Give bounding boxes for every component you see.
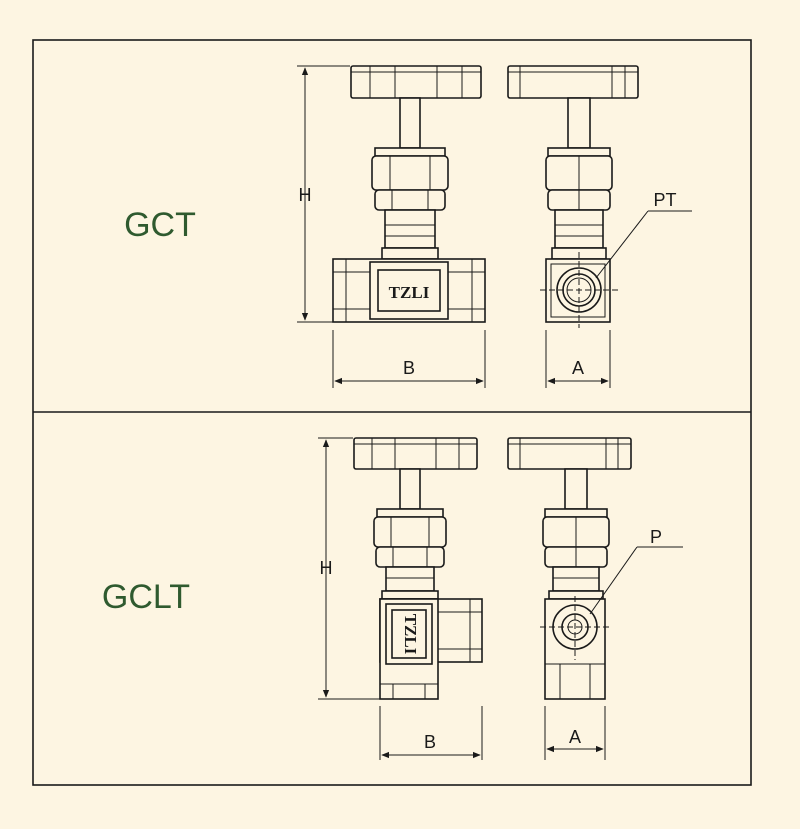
front-view-gclt: TZLI	[353, 437, 483, 700]
stem-front	[399, 97, 421, 149]
dimension-h-gclt: H	[318, 437, 380, 700]
bonnet-hex-front	[371, 155, 449, 191]
neck-collar-side-gclt	[548, 590, 604, 600]
bonnet-hex-front-gclt	[373, 516, 447, 548]
neck-front-gclt	[385, 566, 435, 592]
front-view-gct: TZLI	[332, 65, 486, 323]
body-hex-front	[374, 189, 446, 211]
neck-side	[554, 209, 604, 249]
stem-side	[567, 97, 591, 149]
dim-label-b-gct: B	[403, 358, 415, 378]
dimension-a-gct: A	[545, 330, 611, 388]
handwheel-side	[507, 65, 639, 99]
dim-label-h-gclt: H	[320, 558, 333, 578]
dimension-a-gclt: A	[544, 706, 606, 760]
neck-collar-front-gclt	[381, 590, 439, 600]
brand-label-gclt: TZLI	[401, 614, 420, 655]
neck-collar-front	[381, 247, 439, 260]
model-label-gct: GCT	[124, 206, 196, 244]
dim-label-h-gct: H	[299, 185, 312, 205]
stem-front-gclt	[399, 468, 421, 510]
handwheel-side-gclt	[507, 437, 632, 470]
dim-label-a-gclt: A	[569, 727, 581, 747]
neck-side-gclt	[552, 566, 600, 592]
logo-plate-inner-gclt	[391, 609, 427, 659]
dimension-b-gclt: B	[379, 706, 483, 760]
port-label-pt: PT	[653, 190, 676, 210]
port-label-p: P	[650, 527, 662, 547]
side-view-gct: PT	[507, 65, 692, 328]
gland-nut-side	[547, 147, 611, 157]
dim-label-a-gct: A	[572, 358, 584, 378]
stem-side-gclt	[564, 468, 588, 510]
dimension-b-gct: B	[332, 330, 486, 388]
side-view-gclt: P	[507, 437, 683, 700]
panel-gct: GCT	[124, 65, 692, 388]
gland-nut-side-gclt	[544, 508, 608, 518]
dimension-h-gct: H	[297, 65, 350, 323]
body-hex-front-gclt	[375, 546, 445, 568]
neck-front	[384, 209, 436, 249]
panel-gclt: GCLT	[102, 437, 683, 760]
gland-nut-front-gclt	[376, 508, 444, 518]
logo-plate-inner-gct	[377, 269, 441, 312]
brand-label-gct: TZLI	[389, 283, 430, 302]
dim-label-b-gclt: B	[424, 732, 436, 752]
gland-nut-front	[374, 147, 446, 157]
model-label-gclt: GCLT	[102, 578, 190, 616]
